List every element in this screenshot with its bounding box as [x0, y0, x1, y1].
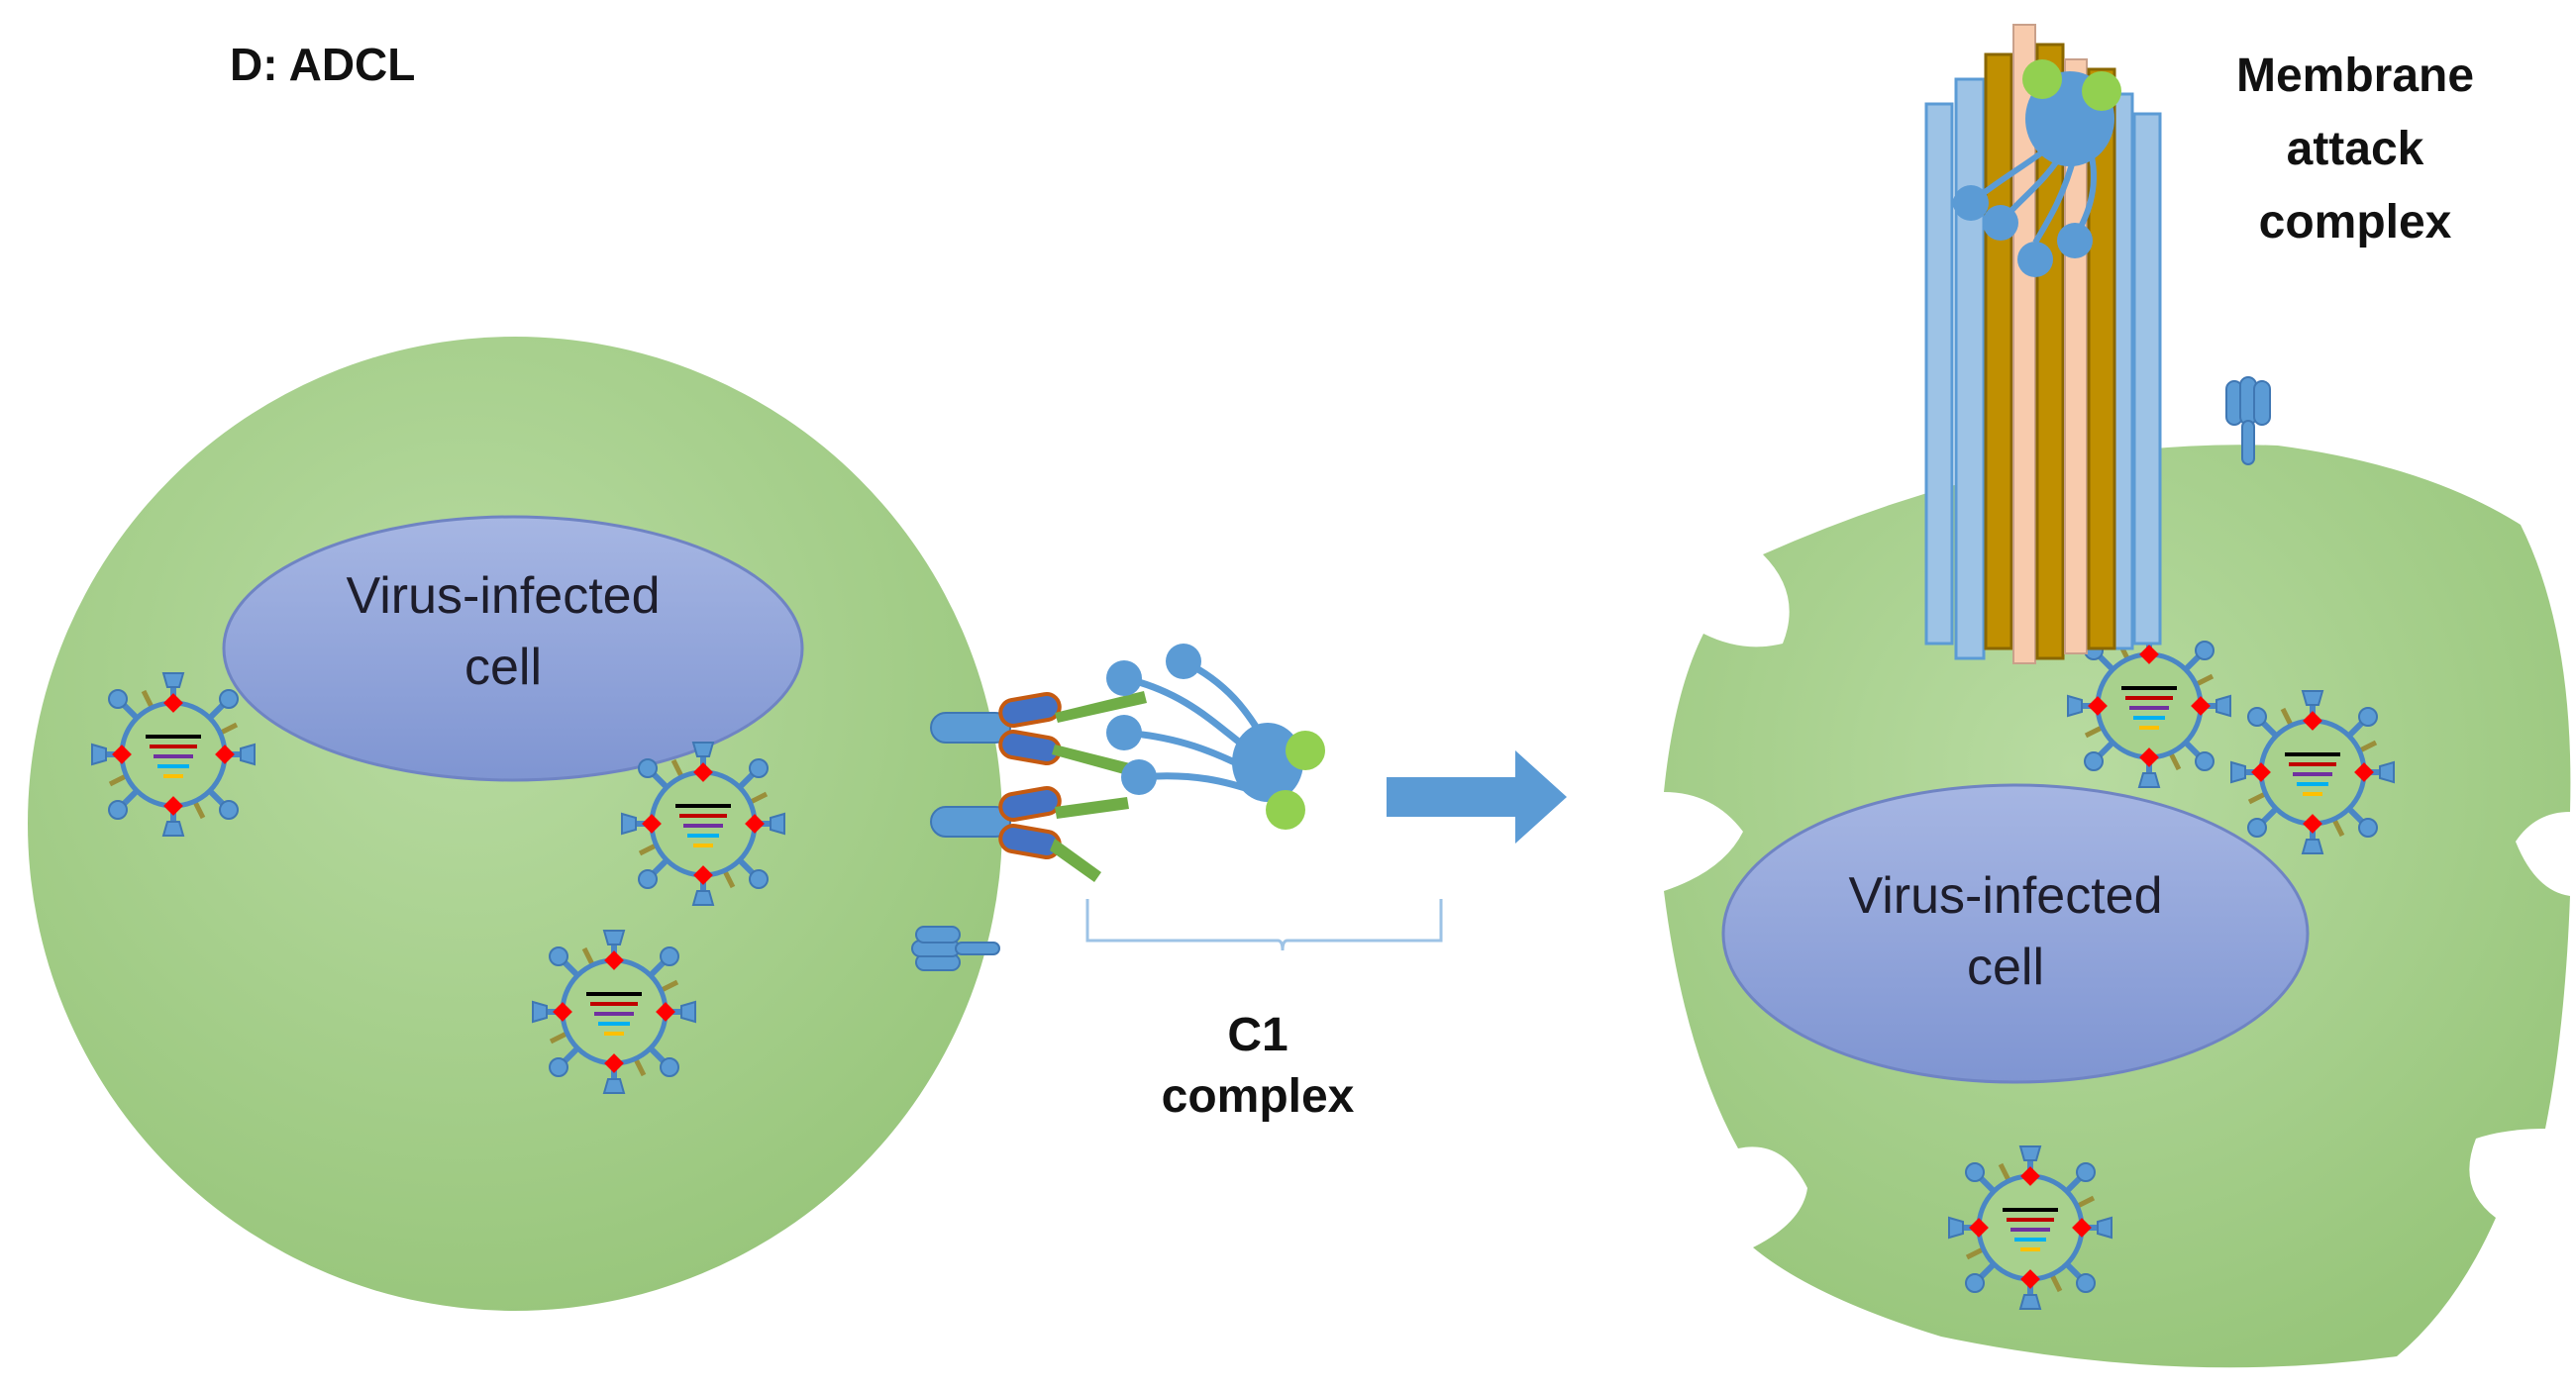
- left-cell-label-line2: cell: [464, 639, 543, 696]
- virus-particle: [2231, 691, 2394, 853]
- left-cell-label: Virus-infected cell: [347, 560, 661, 703]
- c1-complex-molecule: [1106, 644, 1325, 830]
- c1-label-line1: C1: [1227, 1009, 1288, 1061]
- mac-label-line2: attack: [2286, 123, 2424, 175]
- virus-particle: [533, 931, 695, 1093]
- transition-arrow: [1387, 750, 1567, 844]
- mac-label-line1: Membrane: [2235, 50, 2475, 102]
- panel-label: D: ADCL: [230, 39, 416, 90]
- right-cell-label-line2: cell: [1966, 939, 2045, 996]
- virus-particle: [622, 743, 784, 905]
- membrane-attack-complex-label: Membrane attack complex: [2236, 40, 2474, 259]
- right-cell-label-line1: Virus-infected: [1848, 867, 2163, 925]
- left-cell-label-line1: Virus-infected: [346, 567, 661, 625]
- c1-label-line2: complex: [1161, 1070, 1355, 1123]
- right-nucleus: [1721, 783, 2310, 1084]
- c1-complex-label: C1 complex: [1162, 1005, 1355, 1128]
- membrane-attack-complex-pore: [1924, 24, 2162, 664]
- c1-bracket: [1085, 899, 1443, 951]
- left-nucleus: [222, 515, 804, 782]
- mac-label-line3: complex: [2258, 196, 2452, 249]
- virus-particle: [1949, 1146, 2112, 1309]
- right-cell-label: Virus-infected cell: [1849, 860, 2163, 1003]
- antibody: [930, 786, 1129, 882]
- virus-particle: [92, 673, 255, 836]
- antibody: [930, 691, 1147, 776]
